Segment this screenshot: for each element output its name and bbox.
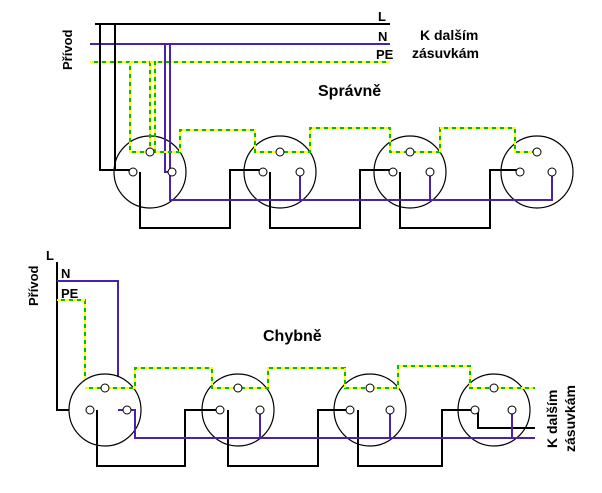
bottom-line-N [57, 280, 119, 410]
top-label-PE: PE [376, 47, 394, 62]
top-socket-4 [500, 135, 574, 209]
top-label-L: L [378, 9, 386, 24]
bottom-label-N: N [61, 266, 70, 281]
bottom-line-L [56, 262, 75, 411]
bottom-to-more-1: K dalším [544, 390, 560, 448]
top-verdict: Správně [318, 83, 381, 100]
bottom-line-PE [57, 299, 86, 388]
bottom-feed-label: Přívod [26, 265, 41, 306]
top-pe-wire [129, 61, 537, 153]
top-to-more-2: zásuvkám [412, 45, 479, 61]
top-neutral-wire [169, 44, 301, 201]
incorrect-wiring: Přívod L N PE Chybně K dalším zásuvkám [26, 248, 578, 467]
bottom-pe-wire [85, 365, 535, 389]
top-socket-3 [373, 135, 447, 209]
bottom-label-PE: PE [61, 286, 79, 301]
bottom-phase-wire [96, 409, 220, 467]
bottom-verdict: Chybně [263, 328, 322, 345]
bottom-socket-1 [68, 373, 142, 447]
bottom-label-L: L [46, 248, 54, 263]
top-socket-2 [243, 135, 317, 209]
top-label-N: N [378, 29, 387, 44]
correct-wiring: Přívod L N PE K dalším zásuvkám Správně [60, 9, 574, 229]
top-feed-label: Přívod [60, 29, 75, 70]
bottom-to-more-2: zásuvkám [562, 385, 578, 452]
top-to-more-1: K dalším [420, 27, 478, 43]
